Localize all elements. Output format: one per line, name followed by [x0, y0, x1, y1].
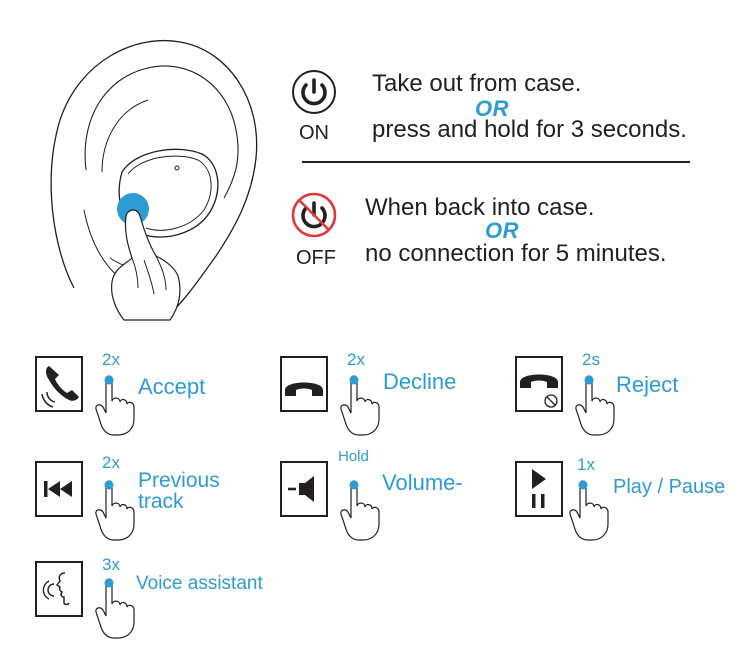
tap-hand-icon	[340, 374, 380, 436]
tap-count: 2x	[347, 350, 365, 369]
play-pause-icon	[515, 461, 563, 517]
power-on-line2: press and hold for 3 seconds.	[372, 116, 687, 143]
control-label: Accept	[138, 374, 206, 399]
tap-hand-icon	[340, 479, 380, 541]
hold-label: Hold	[338, 448, 369, 465]
voice-assistant-icon	[35, 561, 83, 617]
power-on-label: ON	[299, 122, 329, 144]
control-accept: 2x Accept	[30, 345, 230, 436]
control-label-line2: track	[138, 490, 184, 513]
control-label: Volume-	[382, 470, 463, 495]
power-off-section: OFF When back into case. OR no connectio…	[285, 185, 725, 295]
control-label: Voice assistant	[136, 573, 263, 594]
tap-hand-icon	[569, 479, 609, 541]
tap-count: 1x	[577, 455, 595, 474]
power-on-icon	[292, 70, 336, 114]
phone-accept-icon	[35, 356, 83, 412]
control-previous-track: 2x Previous track	[30, 448, 230, 541]
previous-track-icon	[35, 461, 83, 517]
power-off-line2: no connection for 5 minutes.	[365, 240, 667, 267]
tap-count: 2x	[102, 350, 120, 369]
control-label-line1: Previous	[138, 469, 220, 492]
tap-hand-icon	[575, 374, 615, 436]
volume-down-icon	[280, 461, 328, 517]
control-label: Play / Pause	[613, 476, 726, 498]
power-on-line1: Take out from case.	[372, 70, 582, 97]
tap-hand-icon	[95, 374, 135, 436]
tap-count: 3x	[102, 555, 120, 574]
tap-hand-icon	[95, 479, 135, 541]
power-on-or: OR	[475, 96, 509, 121]
control-label: Decline	[383, 369, 457, 394]
control-label: Reject	[616, 372, 679, 397]
control-voice-assistant: 3x Voice assistant	[30, 550, 290, 639]
divider	[302, 161, 690, 163]
control-volume-down: Hold Volume-	[275, 448, 475, 541]
power-off-line1: When back into case.	[365, 194, 595, 221]
control-decline: 2x Decline	[275, 345, 475, 436]
earbud-touch-area	[117, 193, 149, 225]
tap-count: 2x	[102, 453, 120, 472]
phone-reject-icon	[515, 356, 563, 412]
power-off-icon	[291, 192, 337, 238]
control-reject: 2s Reject	[510, 345, 730, 436]
ear-with-earbud-drawing	[50, 40, 258, 321]
phone-decline-icon	[280, 356, 328, 412]
tap-count: 2s	[582, 350, 600, 369]
power-on-section: ON Take out from case. OR press and hold…	[285, 60, 725, 170]
ear-illustration	[40, 20, 290, 330]
power-off-label: OFF	[296, 247, 336, 269]
tap-hand-icon	[95, 577, 135, 639]
control-play-pause: 1x Play / Pause	[510, 448, 745, 541]
power-off-or: OR	[485, 218, 519, 243]
